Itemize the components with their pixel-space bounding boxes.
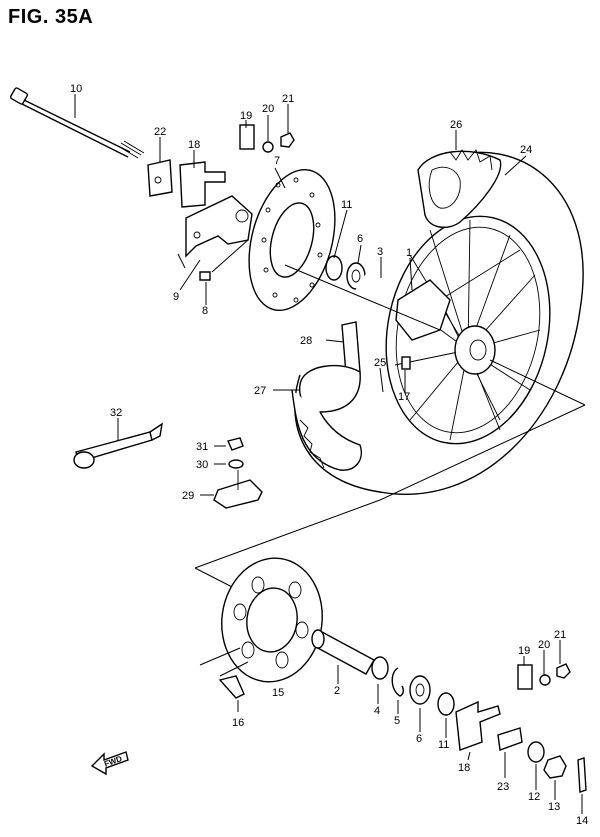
rear-sprocket (199, 557, 323, 683)
caliper-bracket (185, 195, 253, 281)
leader-lines-upper (74, 94, 586, 591)
callout-16: 16 (232, 717, 244, 729)
callout-9: 9 (173, 291, 179, 303)
callout-4: 4 (374, 705, 380, 717)
callout-21-lower: 21 (554, 629, 566, 641)
callout-3: 3 (377, 246, 383, 258)
callout-31: 31 (196, 441, 208, 453)
tube-and-band (291, 321, 362, 471)
tire-section (417, 149, 502, 228)
spoke-wrench (73, 418, 163, 469)
callout-6: 6 (357, 233, 363, 245)
axle-part (9, 87, 145, 159)
callout-25: 25 (374, 357, 386, 369)
chain-adjuster-right (455, 640, 571, 778)
callout-5: 5 (394, 715, 400, 727)
brake-disc (248, 168, 336, 312)
callout-7: 7 (274, 155, 280, 167)
callout-20: 20 (262, 103, 274, 115)
callout-24: 24 (520, 144, 532, 156)
callout-23: 23 (497, 781, 509, 793)
callout-labels: 10 22 18 19 20 21 7 11 6 3 1 26 24 9 8 2… (70, 83, 588, 827)
callout-21: 21 (282, 93, 294, 105)
callout-18: 18 (188, 139, 200, 151)
callout-8: 8 (202, 305, 208, 317)
forward-label: FWD (103, 754, 123, 769)
callout-30: 30 (196, 459, 208, 471)
callout-26: 26 (450, 119, 462, 131)
callout-13: 13 (548, 801, 560, 813)
callout-28: 28 (300, 335, 312, 347)
callout-12: 12 (528, 791, 540, 803)
rim-lock (200, 437, 263, 509)
callout-6-lower: 6 (416, 733, 422, 745)
callout-20-lower: 20 (538, 639, 550, 651)
callout-32: 32 (110, 407, 122, 419)
callout-27: 27 (254, 385, 266, 397)
callout-14: 14 (576, 815, 588, 827)
callout-19: 19 (240, 110, 252, 122)
callout-17: 17 (398, 391, 410, 403)
callout-19-lower: 19 (518, 645, 530, 657)
callout-18-lower: 18 (458, 762, 470, 774)
lower-bearings-and-clip (371, 656, 455, 738)
spacer-tube (311, 629, 375, 684)
callout-10: 10 (70, 83, 82, 95)
callout-11-lower: 11 (438, 739, 449, 751)
callout-22: 22 (154, 126, 166, 138)
chain-adjuster-left (147, 159, 226, 208)
callout-1: 1 (406, 247, 412, 259)
adjuster-nut-set-top (239, 124, 295, 153)
forward-arrow-icon: FWD (90, 751, 129, 776)
rear-wheel (294, 151, 584, 495)
figure-title: FIG. 35A (8, 6, 94, 28)
callout-29: 29 (182, 490, 194, 502)
sprocket-bolt (218, 675, 245, 712)
callout-11: 11 (341, 199, 352, 211)
callout-15: 15 (272, 687, 284, 699)
axle-nut-set (527, 741, 587, 814)
callout-2: 2 (334, 685, 340, 697)
